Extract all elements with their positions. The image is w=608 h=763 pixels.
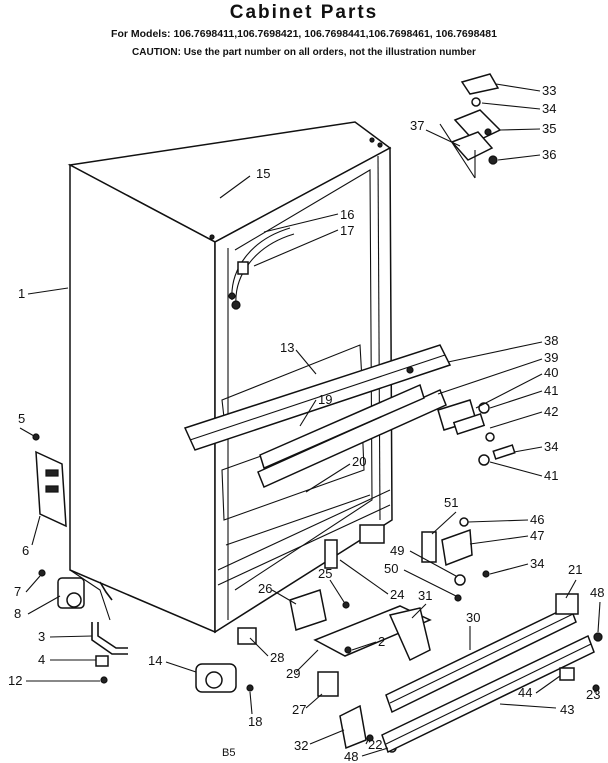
callout-44: 44 <box>518 685 532 700</box>
page-title: Cabinet Parts <box>229 2 379 23</box>
callout-33: 33 <box>542 83 556 98</box>
callout-29: 29 <box>286 666 300 681</box>
callout-1: 1 <box>18 286 25 301</box>
callout-16: 16 <box>340 207 354 222</box>
callout-7: 7 <box>14 584 21 599</box>
callout-39: 39 <box>544 350 558 365</box>
callout-34: 34 <box>530 556 544 571</box>
callout-34: 34 <box>542 101 556 116</box>
top-hinge-assembly <box>439 73 502 179</box>
callout-27: 27 <box>292 702 306 717</box>
callout-5: 5 <box>18 411 25 426</box>
models-line: For Models: 106.7698411,106.7698421, 106… <box>111 28 497 40</box>
callout-37: 37 <box>410 118 424 133</box>
callout-22: 22 <box>368 737 382 752</box>
callout-42: 42 <box>544 404 558 419</box>
callout-47: 47 <box>530 528 544 543</box>
page-code: B5 <box>222 747 235 759</box>
leader-lines <box>19 83 601 757</box>
callout-49: 49 <box>390 543 404 558</box>
lower-hinge-assembly <box>421 517 490 602</box>
callout-labels: 1234567812131415161718192021222324252627… <box>8 83 604 763</box>
callout-4: 4 <box>38 652 45 667</box>
center-hinge-assembly <box>437 399 516 466</box>
callout-43: 43 <box>560 702 574 717</box>
left-side-parts <box>32 433 128 684</box>
divider-rail <box>183 344 452 489</box>
callout-2: 2 <box>378 634 385 649</box>
callout-34: 34 <box>544 439 558 454</box>
cabinet-body <box>67 121 393 634</box>
callout-24: 24 <box>390 587 404 602</box>
callout-51: 51 <box>444 495 458 510</box>
callout-8: 8 <box>14 606 21 621</box>
callout-48: 48 <box>344 749 358 763</box>
callout-17: 17 <box>340 223 354 238</box>
callout-12: 12 <box>8 673 22 688</box>
callout-41: 41 <box>544 468 558 483</box>
callout-23: 23 <box>586 687 600 702</box>
callout-31: 31 <box>418 588 432 603</box>
callout-25: 25 <box>318 566 332 581</box>
callout-19: 19 <box>318 392 332 407</box>
callout-14: 14 <box>148 653 162 668</box>
callout-20: 20 <box>352 454 366 469</box>
callout-41: 41 <box>544 383 558 398</box>
callout-15: 15 <box>256 166 270 181</box>
callout-30: 30 <box>466 610 480 625</box>
callout-36: 36 <box>542 147 556 162</box>
toe-grille-rails <box>381 593 603 754</box>
caution-note: CAUTION: Use the part number on all orde… <box>132 47 476 58</box>
callout-21: 21 <box>568 562 582 577</box>
callout-38: 38 <box>544 333 558 348</box>
callout-40: 40 <box>544 365 558 380</box>
callout-32: 32 <box>294 738 308 753</box>
callout-28: 28 <box>270 650 284 665</box>
bottom-parts <box>195 524 432 753</box>
callout-18: 18 <box>248 714 262 729</box>
callout-46: 46 <box>530 512 544 527</box>
callout-48: 48 <box>590 585 604 600</box>
callout-35: 35 <box>542 121 556 136</box>
callout-50: 50 <box>384 561 398 576</box>
callout-26: 26 <box>258 581 272 596</box>
callout-3: 3 <box>38 629 45 644</box>
callout-6: 6 <box>22 543 29 558</box>
callout-13: 13 <box>280 340 294 355</box>
